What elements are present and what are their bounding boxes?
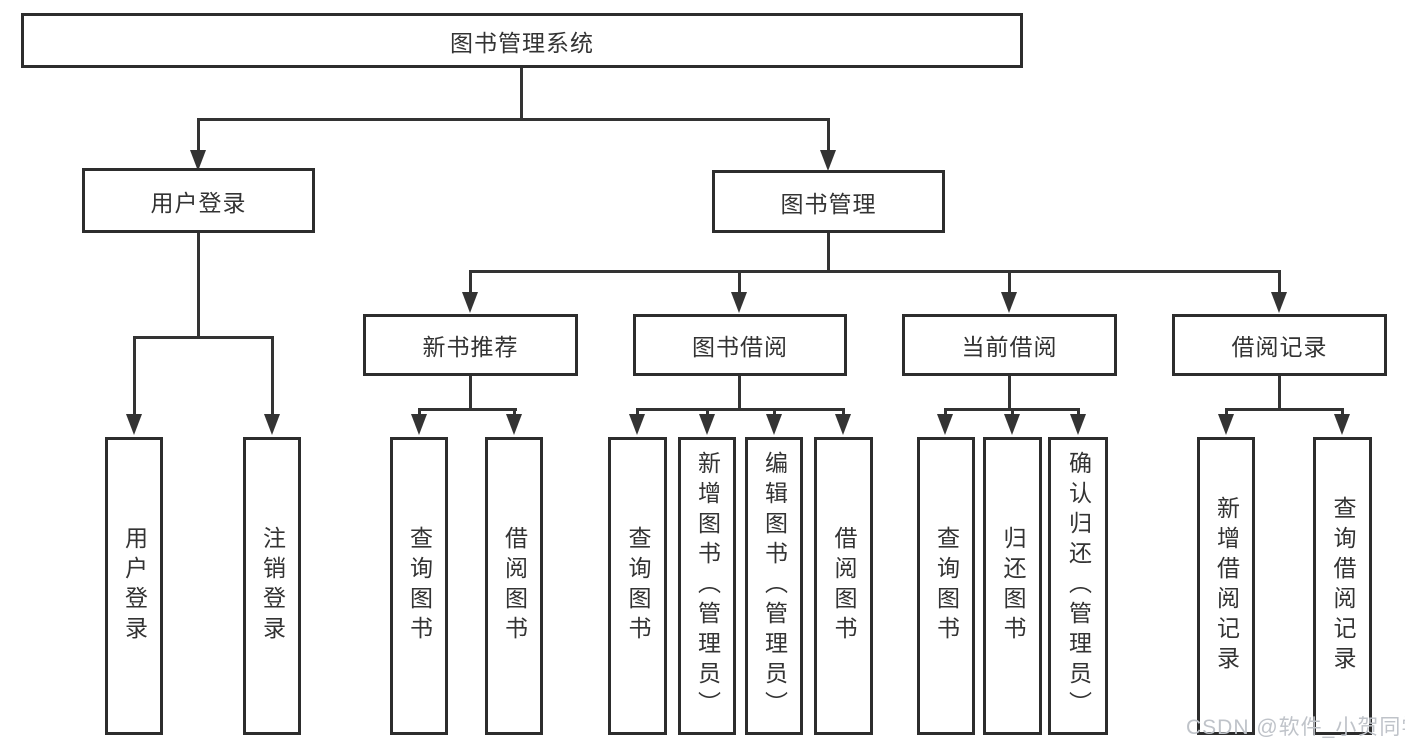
leaf-add-borrow-record: 新增借阅记录: [1197, 437, 1255, 735]
node-label: 新增图书（管理员）: [694, 451, 721, 721]
connector-line: [418, 408, 517, 411]
leaf-query-book-borrow: 查询图书: [608, 437, 667, 735]
arrow-down-icon: [126, 414, 142, 435]
arrow-down-icon: [1271, 292, 1287, 313]
leaf-user-login: 用户登录: [105, 437, 163, 735]
connector-line: [197, 118, 200, 152]
leaf-borrow-book: 借阅图书: [814, 437, 873, 735]
connector-line: [1225, 408, 1344, 411]
node-label: 图书管理系统: [450, 29, 594, 56]
connector-line: [197, 118, 830, 121]
leaf-edit-book-admin: 编辑图书（管理员）: [745, 437, 803, 735]
connector-line: [271, 336, 274, 416]
leaf-add-book-admin: 新增图书（管理员）: [678, 437, 736, 735]
node-user-login: 用户登录: [82, 168, 315, 233]
arrow-down-icon: [1334, 414, 1350, 435]
csdn-watermark: CSDN @软件_小贺同学: [1186, 716, 1405, 739]
node-label: 查询图书: [406, 526, 433, 646]
connector-line: [1341, 408, 1344, 416]
connector-line: [827, 118, 830, 152]
node-label: 图书借阅: [692, 334, 788, 360]
arrow-down-icon: [937, 414, 953, 435]
leaf-confirm-return-admin: 确认归还（管理员）: [1048, 437, 1108, 735]
leaf-query-borrow-record: 查询借阅记录: [1313, 437, 1372, 735]
connector-line: [469, 270, 472, 294]
node-label: 新增借阅记录: [1213, 496, 1240, 676]
arrow-down-icon: [462, 292, 478, 313]
node-label: 用户登录: [121, 526, 148, 646]
arrow-down-icon: [190, 150, 206, 171]
connector-line: [738, 270, 741, 294]
leaf-query-book-current: 查询图书: [917, 437, 975, 735]
connector-line: [827, 233, 830, 270]
node-label: 借阅记录: [1231, 334, 1328, 360]
node-label: 用户登录: [150, 189, 247, 216]
node-label: 借阅图书: [501, 526, 528, 646]
connector-line: [636, 408, 845, 411]
connector-line: [944, 408, 947, 416]
node-label: 借阅图书: [831, 526, 857, 646]
connector-line: [1225, 408, 1228, 416]
node-book-management: 图书管理: [712, 170, 945, 233]
node-label: 查询借阅记录: [1330, 496, 1356, 676]
connector-line: [842, 408, 845, 416]
connector-line: [738, 376, 741, 408]
leaf-borrow-book-recommend: 借阅图书: [485, 437, 543, 735]
connector-line: [636, 408, 639, 416]
arrow-down-icon: [1001, 292, 1017, 313]
arrow-down-icon: [1218, 414, 1234, 435]
arrow-down-icon: [1004, 414, 1020, 435]
node-current-borrow: 当前借阅: [902, 314, 1117, 376]
node-label: 归还图书: [1000, 526, 1026, 646]
connector-line: [197, 233, 200, 336]
leaf-return-book: 归还图书: [983, 437, 1042, 735]
arrow-down-icon: [1070, 414, 1086, 435]
arrow-down-icon: [699, 414, 715, 435]
arrow-down-icon: [411, 414, 427, 435]
node-label: 图书管理: [780, 190, 877, 217]
connector-line: [706, 408, 709, 416]
node-label: 编辑图书（管理员）: [761, 451, 788, 721]
node-label: 新书推荐: [422, 334, 519, 360]
connector-line: [1008, 376, 1011, 408]
connector-line: [418, 408, 421, 416]
connector-line: [469, 270, 1281, 273]
node-new-book-recommend: 新书推荐: [363, 314, 578, 376]
connector-line: [513, 408, 516, 416]
node-label: 注销登录: [259, 526, 286, 646]
connector-line: [133, 336, 136, 416]
connector-line: [1077, 408, 1080, 416]
arrow-down-icon: [506, 414, 522, 435]
node-borrow-record: 借阅记录: [1172, 314, 1387, 376]
connector-line: [133, 336, 274, 339]
arrow-down-icon: [264, 414, 280, 435]
node-label: 当前借阅: [961, 334, 1058, 360]
node-library-management-system: 图书管理系统: [21, 13, 1023, 68]
node-label: 确认归还（管理员）: [1065, 451, 1092, 721]
leaf-logout: 注销登录: [243, 437, 301, 735]
node-label: 查询图书: [933, 526, 960, 646]
node-book-borrow: 图书借阅: [633, 314, 847, 376]
arrow-down-icon: [766, 414, 782, 435]
arrow-down-icon: [835, 414, 851, 435]
connector-line: [1278, 376, 1281, 408]
connector-line: [520, 67, 523, 118]
arrow-down-icon: [629, 414, 645, 435]
connector-line: [773, 408, 776, 416]
node-label: 查询图书: [625, 526, 651, 646]
arrow-down-icon: [820, 150, 836, 171]
connector-line: [469, 376, 472, 408]
connector-line: [1278, 270, 1281, 294]
connector-line: [1008, 270, 1011, 294]
connector-line: [1011, 408, 1014, 416]
leaf-query-book-recommend: 查询图书: [390, 437, 448, 735]
arrow-down-icon: [731, 292, 747, 313]
